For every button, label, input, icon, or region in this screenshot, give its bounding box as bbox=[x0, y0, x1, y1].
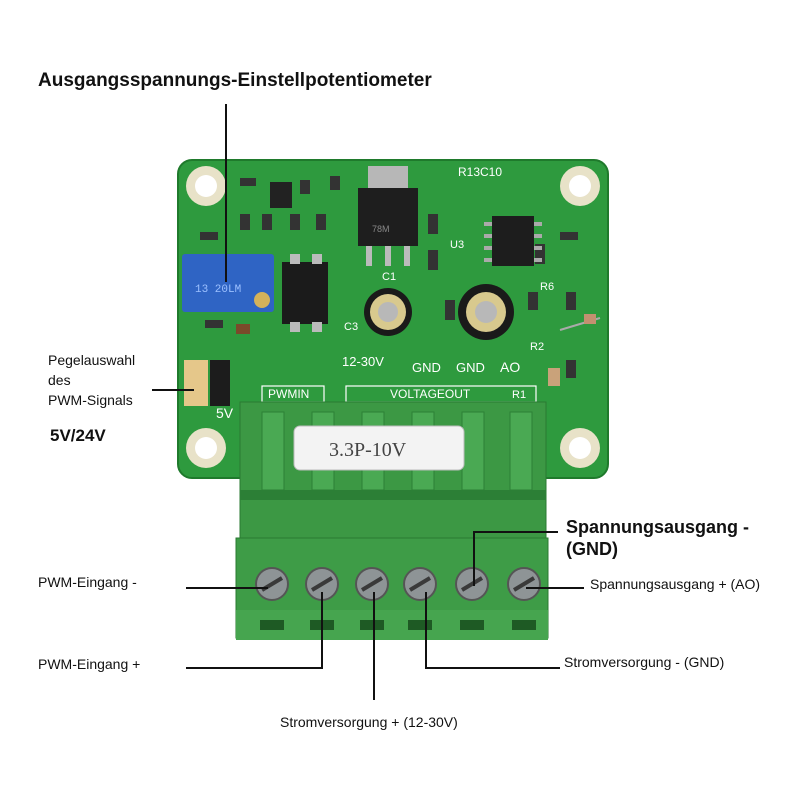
silk-voltageout: VOLTAGEOUT bbox=[390, 387, 471, 401]
silk-c3: C3 bbox=[344, 321, 358, 333]
voltage-output-gnd-label: Spannungsausgang - (GND) bbox=[566, 516, 749, 560]
smd-components bbox=[200, 176, 578, 386]
level-select-line-1: Pegelauswahl bbox=[48, 352, 136, 368]
silk-12-30v: 12-30V bbox=[342, 354, 384, 369]
voltage-regulator: 78M bbox=[358, 166, 418, 266]
level-select-line-3: PWM-Signals bbox=[48, 392, 133, 408]
voltage-output-gnd-line-1: Spannungsausgang - bbox=[566, 517, 750, 537]
silk-ao: AO bbox=[500, 359, 520, 375]
optocoupler bbox=[282, 254, 328, 332]
level-values-label: 5V/24V bbox=[50, 426, 106, 445]
terminal-label-text: 3.3P-10V bbox=[329, 439, 407, 461]
potentiometer-marking: 13 20LM bbox=[195, 284, 241, 296]
silk-u3: U3 bbox=[450, 239, 464, 251]
capacitor-c2 bbox=[458, 284, 514, 340]
silk-pwmin: PWMIN bbox=[268, 387, 309, 401]
pwm-input-negative-label: PWM-Eingang - bbox=[38, 574, 137, 590]
pwm-input-positive-label: PWM-Eingang + bbox=[38, 656, 141, 672]
level-select-line-2: des bbox=[48, 372, 71, 388]
silk-r13c10: R13C10 bbox=[458, 165, 502, 179]
silk-5v: 5V bbox=[216, 405, 234, 421]
regulator-marking: 78M bbox=[372, 224, 390, 234]
potentiometer-label: Ausgangsspannungs-Einstellpotentiometer bbox=[38, 70, 432, 91]
voltage-output-ao-label: Spannungsausgang + (AO) bbox=[590, 576, 761, 592]
terminal-label-sticker bbox=[293, 425, 465, 471]
voltage-output-gnd-line-2: (GND) bbox=[566, 539, 618, 559]
terminal-block: 3.3P-10V bbox=[235, 401, 549, 640]
capacitor-c1 bbox=[364, 288, 412, 336]
level-select-label: Pegelauswahl des PWM-Signals bbox=[48, 350, 135, 410]
power-supply-gnd-label: Stromversorgung - (GND) bbox=[564, 654, 725, 670]
axial-resistor bbox=[559, 314, 601, 331]
silk-r2: R2 bbox=[530, 341, 544, 353]
potentiometer: 13 20LM bbox=[182, 254, 274, 312]
power-supply-12-30v-label: Stromversorgung + (12-30V) bbox=[280, 714, 458, 730]
mounting-holes bbox=[186, 166, 600, 468]
callout-lines bbox=[152, 104, 584, 700]
silk-r1: R1 bbox=[512, 389, 526, 401]
level-jumper bbox=[184, 360, 230, 406]
ic-chip bbox=[484, 216, 542, 266]
silk-r6: R6 bbox=[540, 281, 554, 293]
terminal-screws bbox=[255, 567, 541, 601]
silk-c1: C1 bbox=[382, 271, 396, 283]
silk-gnd-2: GND bbox=[456, 360, 485, 375]
silk-gnd-1: GND bbox=[412, 360, 441, 375]
